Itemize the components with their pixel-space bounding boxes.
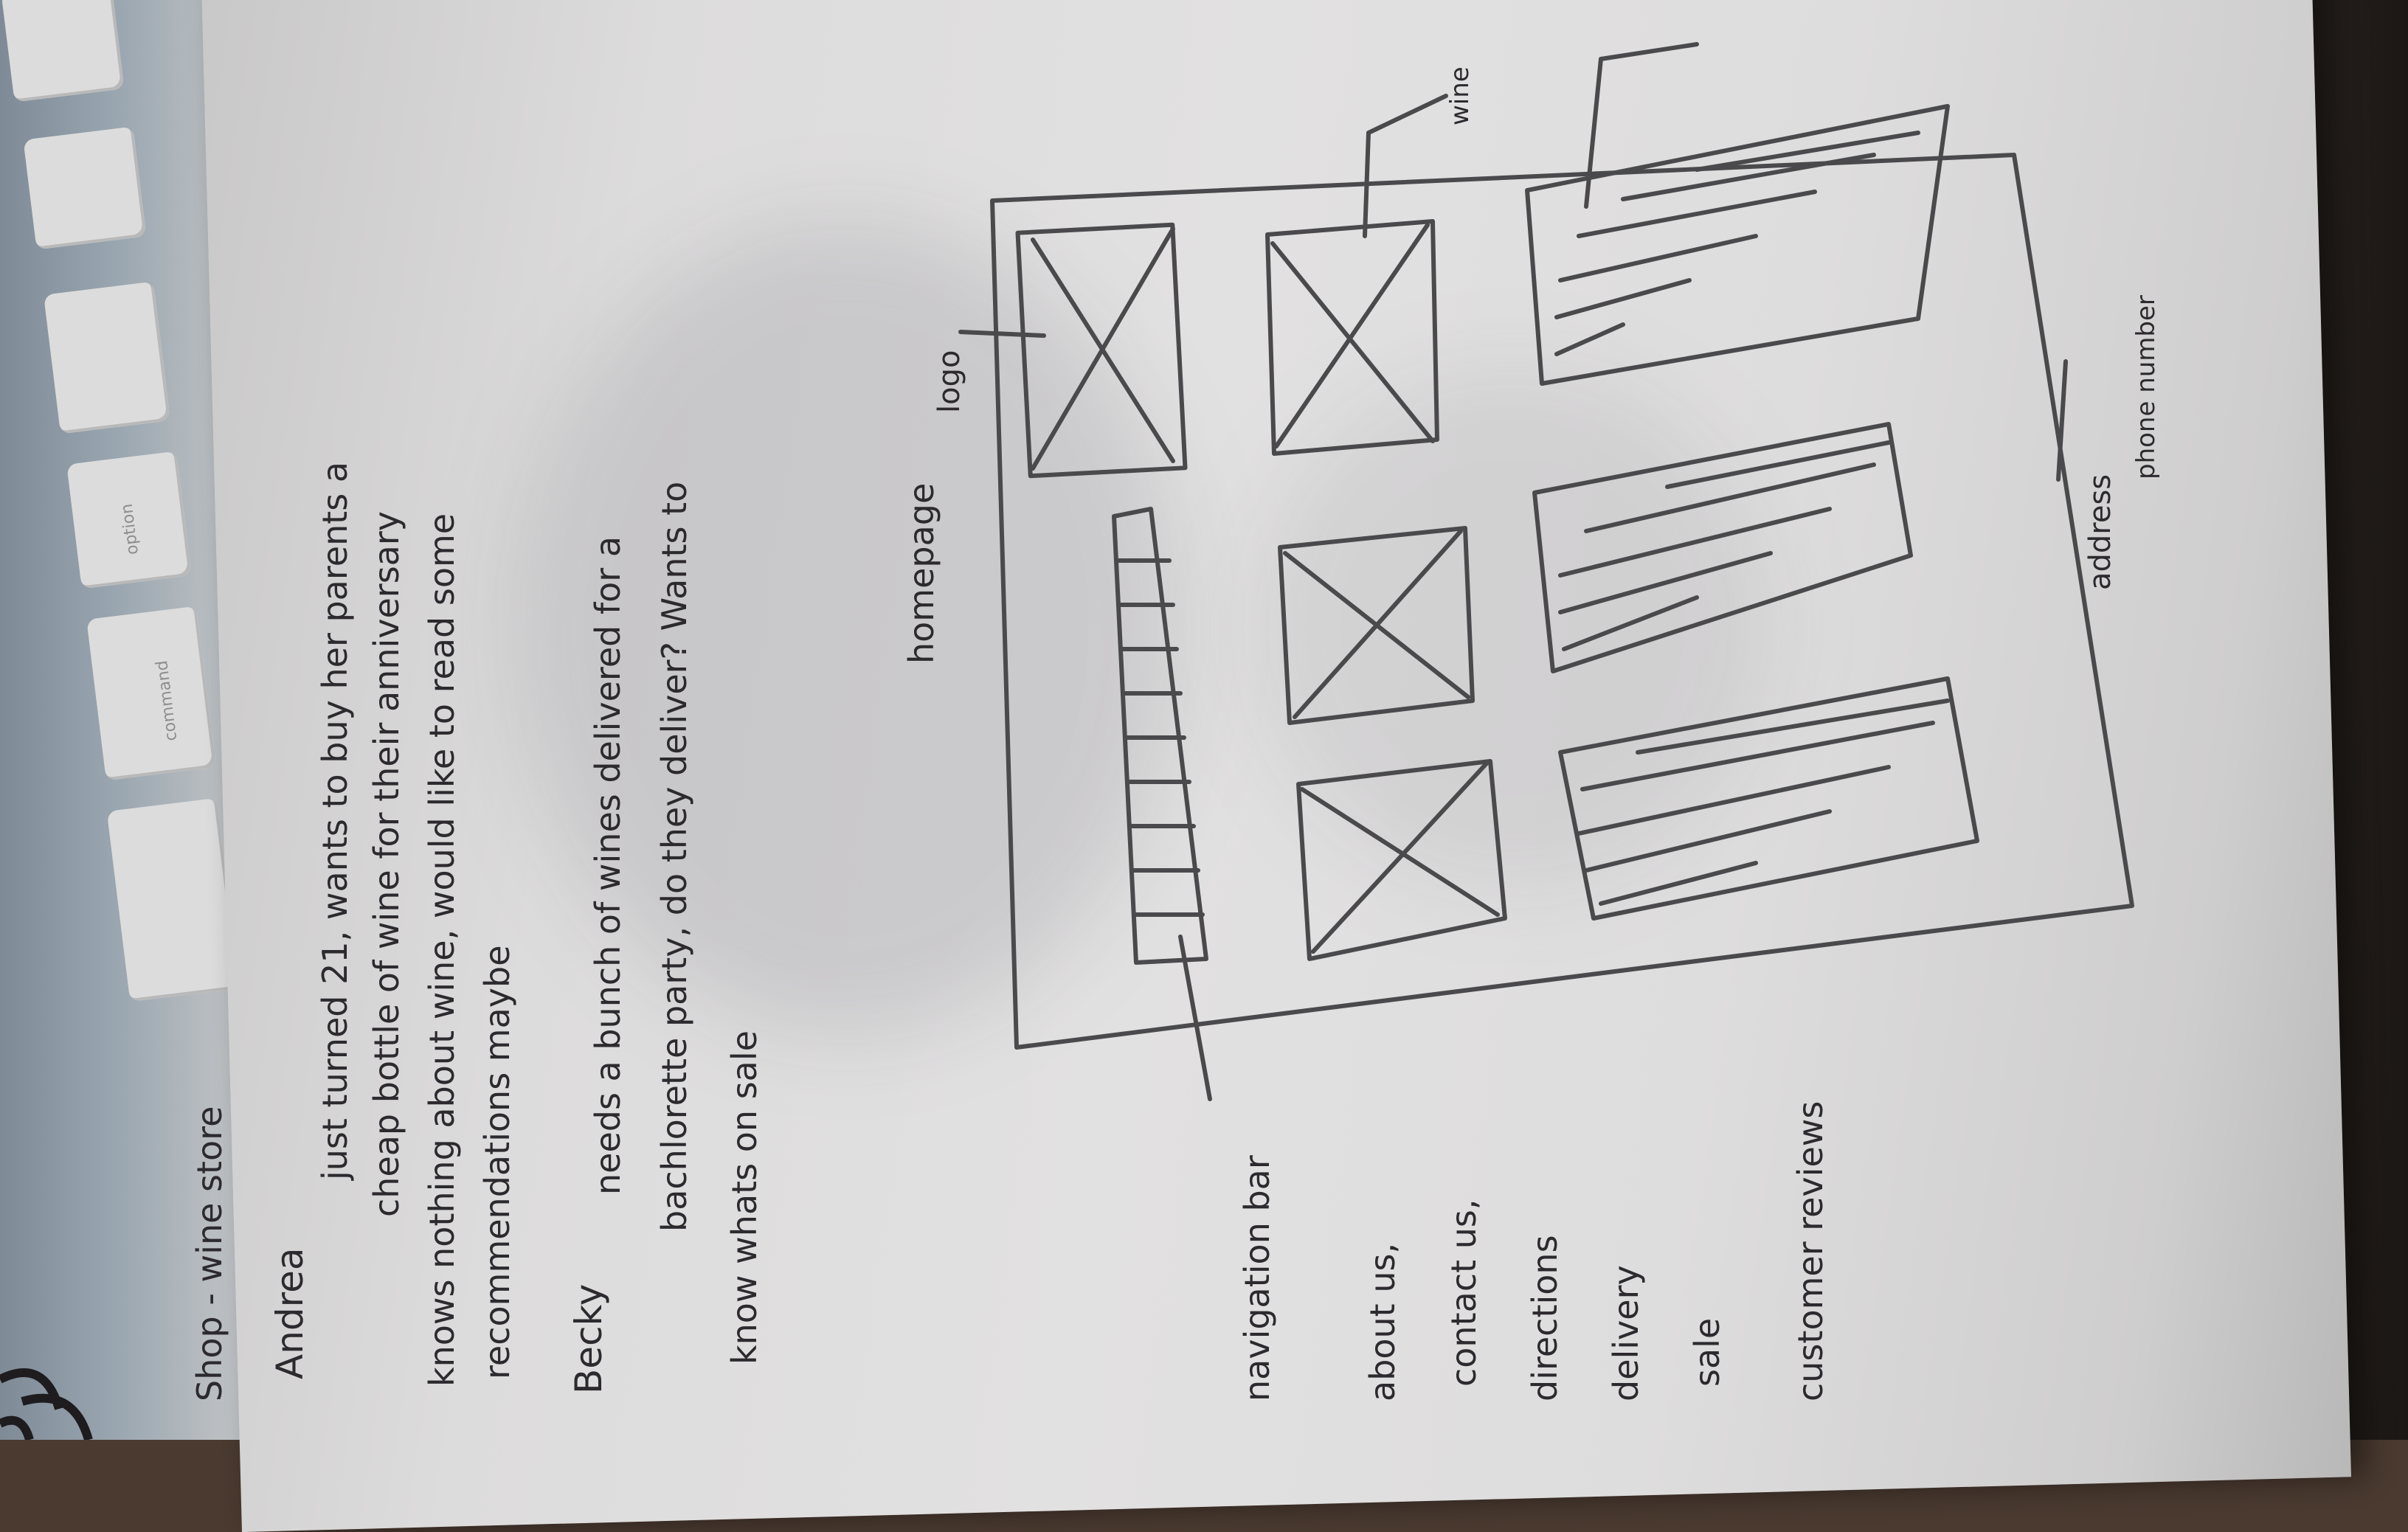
nav-label: navigation bar xyxy=(1237,1155,1277,1401)
nav-item: about us, xyxy=(1363,1243,1402,1401)
shadow-blob xyxy=(516,221,1180,1033)
wine-label: wine xyxy=(1445,66,1475,125)
persona-note-line: recommendations maybe xyxy=(477,945,517,1379)
page-frame xyxy=(990,153,2134,1050)
nav-item: directions xyxy=(1525,1235,1565,1401)
content-block xyxy=(1558,676,1979,921)
footer-address: address xyxy=(2083,474,2117,590)
sketch-heading: homepage xyxy=(902,483,941,664)
image-placeholder xyxy=(1296,759,1507,961)
spiral-ring xyxy=(21,1393,93,1440)
wireframe-sketch: Shop - wine store Andrea just turned 21,… xyxy=(190,42,2161,1401)
callout-line xyxy=(958,330,1046,338)
content-block xyxy=(1525,104,1950,386)
persona-note-line: bachlorette party, do they deliver? Want… xyxy=(654,482,694,1232)
image-placeholder xyxy=(1278,526,1475,725)
persona-note-line: just turned 21, wants to buy her parents… xyxy=(315,462,355,1181)
image-placeholder xyxy=(1265,219,1439,456)
nav-item: delivery xyxy=(1606,1265,1646,1401)
nav-item: sale xyxy=(1687,1318,1727,1387)
persona-note-line: know whats on sale xyxy=(724,1030,764,1365)
notes-title: Shop - wine store xyxy=(190,1106,229,1401)
footer-phone: phone number xyxy=(2131,295,2161,479)
persona-name: Becky xyxy=(567,1284,610,1394)
persona-note-line: knows nothing about wine, would like to … xyxy=(422,513,462,1387)
spiral-ring xyxy=(0,1415,34,1440)
callout-line xyxy=(1178,935,1212,1101)
logo-placeholder xyxy=(1015,222,1188,479)
persona-name: Andrea xyxy=(269,1248,311,1380)
callout-line xyxy=(1584,42,1699,209)
persona-note-line: cheap bottle of wine for their anniversa… xyxy=(367,511,406,1217)
nav-item: customer reviews xyxy=(1791,1101,1830,1401)
content-block xyxy=(1532,422,1913,673)
nav-item: contact us, xyxy=(1444,1199,1484,1387)
navigation-bar-placeholder xyxy=(1112,507,1208,965)
logo-label: logo xyxy=(933,350,966,413)
callout-line xyxy=(2056,359,2068,482)
persona-note-line: needs a bunch of wines delivered for a xyxy=(588,536,628,1195)
callout-line xyxy=(1363,94,1448,238)
spiral-binding xyxy=(0,1368,93,1440)
